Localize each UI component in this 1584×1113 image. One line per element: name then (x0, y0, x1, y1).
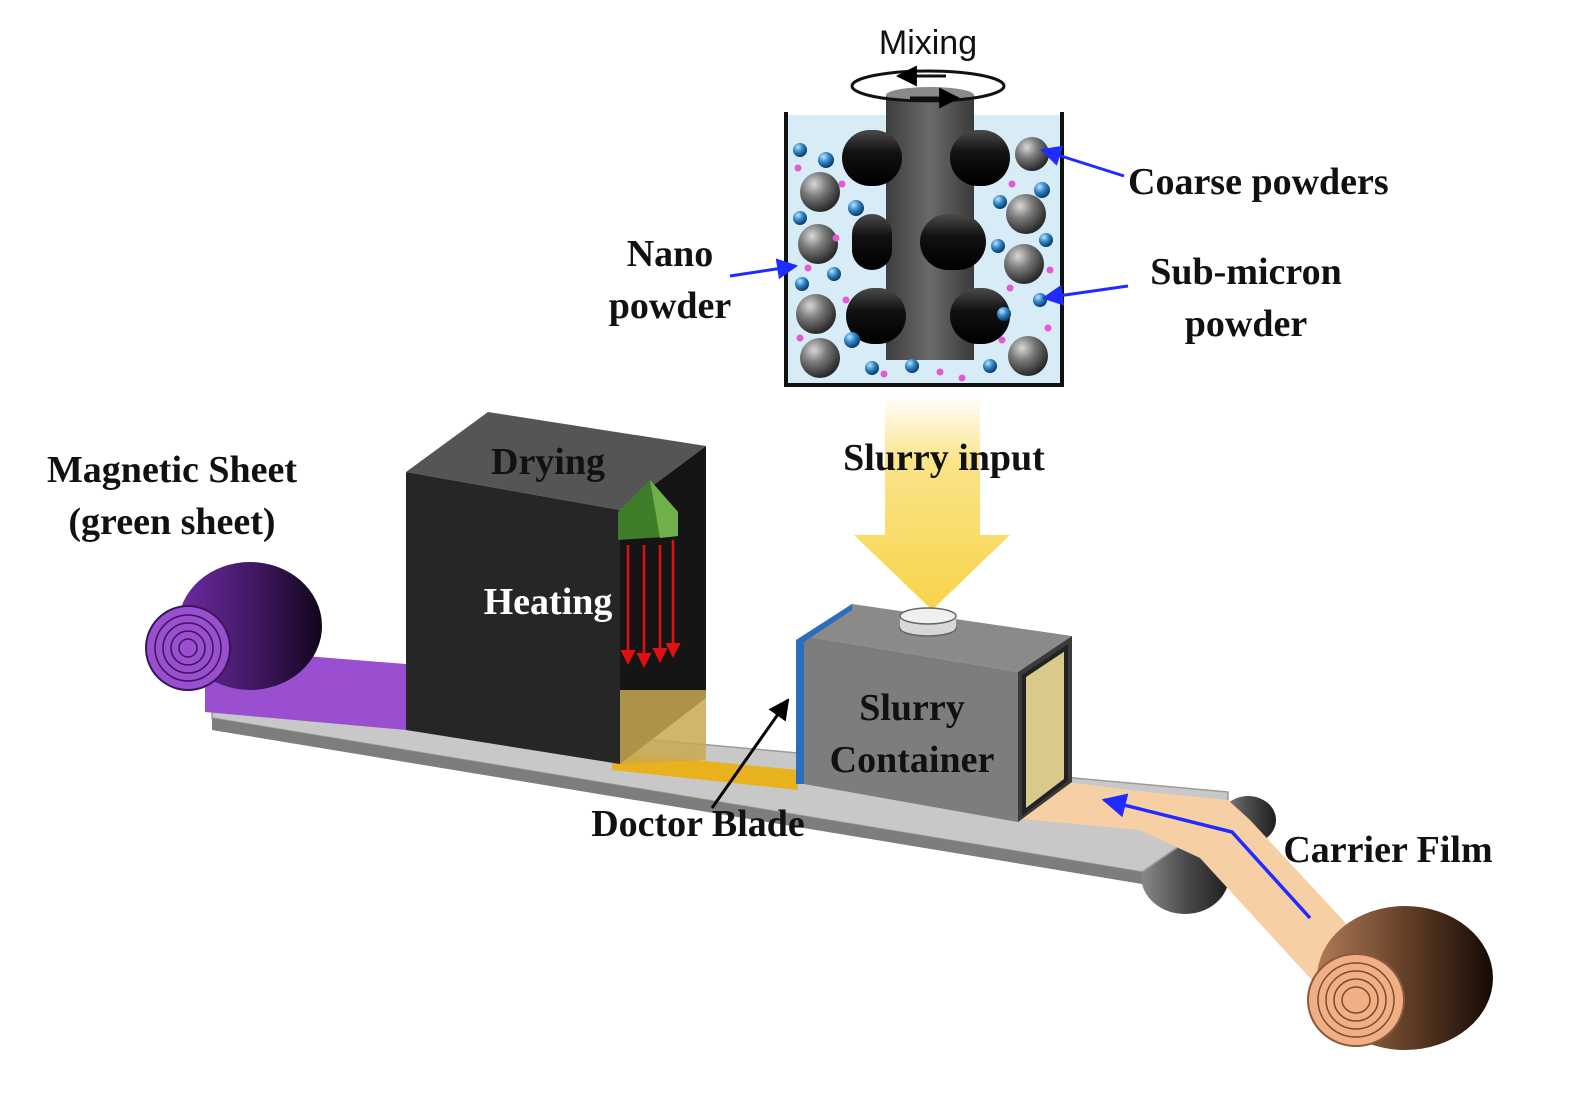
carrier-film-roll-rings (1317, 962, 1395, 1038)
nano-pointer (729, 258, 799, 280)
oven-opening (620, 690, 706, 764)
nano-label-line2: powder (609, 285, 732, 327)
submicron-label-line2: powder (1185, 303, 1308, 345)
coarse-particles (796, 137, 1049, 378)
slurry-input-label: Slurry input (843, 437, 1045, 479)
submicron-particles (793, 143, 1053, 375)
coarse-pointer (1039, 145, 1125, 178)
container-top (804, 604, 1072, 672)
doctor-blade-pointer (710, 698, 790, 809)
carrier-film-roll-end (1307, 953, 1405, 1047)
container-front (804, 636, 1018, 822)
nano-particles (794, 164, 1054, 382)
mixer-blades (842, 130, 1010, 344)
magnetic-sheet-label-line2: (green sheet) (68, 501, 275, 543)
doctor-blade-edge (796, 604, 852, 784)
slurry-input-arrow (854, 395, 1010, 610)
slurry-container-box (796, 604, 1072, 822)
submicron-pointer (1041, 284, 1129, 306)
coarse-powders-label: Coarse powders (1128, 161, 1389, 203)
heating-label: Heating (484, 581, 613, 623)
carrier-film-strip (1010, 775, 1380, 1000)
carrier-film (1010, 775, 1493, 1050)
drying-label: Drying (491, 441, 605, 483)
slurry-container-label-line1: Slurry (859, 687, 965, 729)
carrier-film-label: Carrier Film (1283, 829, 1492, 871)
belt-edge (212, 718, 1142, 884)
submicron-label-line1: Sub-micron (1150, 251, 1341, 293)
drying-oven (406, 412, 706, 764)
oven-front (406, 472, 620, 764)
mixing-label: Mixing (879, 24, 977, 62)
container-window (1022, 644, 1068, 817)
doctor-blade-label: Doctor Blade (591, 803, 805, 845)
beaker-wall (784, 112, 1064, 387)
rotation-ring (850, 69, 1006, 103)
green-sheet-roll-end (145, 605, 231, 691)
mixing-beaker (784, 65, 1064, 387)
green-sheet (145, 562, 406, 730)
oven-top (406, 412, 706, 510)
magnetic-sheet-label-line1: Magnetic Sheet (47, 449, 297, 491)
slurry-container-label-line2: Container (830, 739, 995, 781)
green-sheet-roll-rings (154, 614, 222, 682)
carrier-film-direction-arrow (1101, 793, 1312, 920)
heat-arrows (620, 540, 681, 668)
nano-label-line1: Nano (627, 233, 714, 275)
